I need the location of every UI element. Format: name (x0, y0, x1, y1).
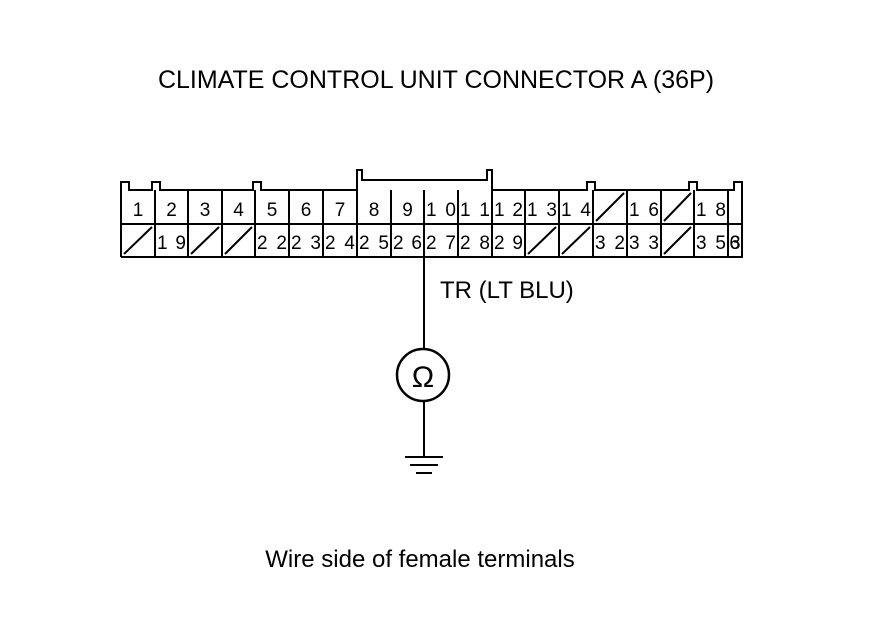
ohm-symbol: Ω (412, 361, 434, 394)
pin-number: 11 (460, 200, 490, 221)
pin-cavity: 7 (322, 190, 346, 224)
pin-cavity: 16 (626, 190, 659, 224)
pin-number: 2 (166, 200, 177, 221)
pin-cavity (524, 224, 557, 257)
pin-cavity: 1 (133, 200, 144, 221)
pin-cavity: 28 (457, 224, 490, 257)
pin-number: 23 (291, 233, 321, 254)
unused-cavity-slash (561, 226, 591, 255)
pin-number: 7 (335, 200, 346, 221)
pin-cavity: 27 (423, 224, 456, 257)
pin-cavity: 3 (187, 190, 211, 224)
pin-cavity: 33 (626, 224, 659, 257)
pin-number: 1 (133, 200, 144, 221)
pin-number: 22 (257, 233, 287, 254)
ohmmeter-icon: Ω (395, 347, 451, 403)
pin-cavity: 26 (390, 224, 422, 257)
pin-cavity: 18 (693, 190, 726, 224)
pin-cavity: 6 (288, 190, 312, 224)
pin-number: 4 (233, 200, 244, 221)
pin-cavity: 35 (693, 224, 726, 257)
wire-color-label: TR (LT BLU) (440, 277, 574, 304)
unused-cavity-slash (663, 192, 692, 222)
pin-number: 9 (402, 200, 413, 221)
pin-number: 3 (200, 200, 211, 221)
ground-icon (405, 456, 443, 474)
pin-cavity: 8 (356, 190, 380, 224)
pin-number: 29 (494, 233, 523, 254)
pin-cavity: 5 (254, 190, 278, 224)
pin-cavity: 11 (457, 190, 490, 224)
unused-cavity-slash (527, 226, 557, 255)
pin-number: 28 (460, 233, 490, 254)
pin-cavity: 13 (524, 190, 557, 224)
pin-cavity: 22 (254, 224, 287, 257)
pin-number: 25 (359, 233, 389, 254)
pin-number: 26 (393, 233, 422, 254)
pin-cavity: 10 (423, 190, 456, 224)
pin-number: 5 (267, 200, 278, 221)
pin-cavity (221, 224, 253, 257)
connector-housing (120, 169, 743, 258)
unused-cavity-slash (190, 226, 220, 255)
pin-cavity: 25 (356, 224, 389, 257)
pin-cavity (187, 224, 220, 257)
pin-number: 33 (629, 233, 659, 254)
pin-number: 6 (301, 200, 312, 221)
unused-cavity-slash (123, 226, 153, 255)
pin-cavity: 19 (154, 224, 186, 257)
pin-cavity: 29 (491, 224, 523, 257)
unused-cavity-slash (663, 226, 692, 255)
pin-number: 8 (369, 200, 380, 221)
pin-number: 36 (729, 233, 740, 254)
diagram-caption: Wire side of female terminals (265, 546, 574, 573)
pin-cavity: 32 (592, 224, 625, 257)
pin-number: 13 (527, 200, 557, 221)
pin-cavity: 4 (221, 190, 244, 224)
pin-cavity: 12 (491, 190, 523, 224)
pin-cavity (592, 190, 625, 224)
pin-number: 27 (426, 233, 456, 254)
pin-number: 16 (629, 200, 659, 221)
pin-cavity (660, 224, 692, 257)
pin-number: 32 (595, 233, 625, 254)
diagram-title: CLIMATE CONTROL UNIT CONNECTOR A (36P) (158, 66, 714, 94)
pin-number: 19 (157, 233, 186, 254)
pin-number: 18 (696, 200, 726, 221)
pin-cavity: 14 (558, 190, 591, 224)
pin-cavity: 2 (154, 190, 177, 224)
pin-number: 10 (426, 200, 456, 221)
unused-cavity-slash (595, 192, 625, 222)
pin-number: 35 (696, 233, 726, 254)
pin-cavity (123, 226, 153, 255)
pin-cavity (558, 224, 591, 257)
pin-cavity: 9 (390, 190, 413, 224)
pin-number: 14 (561, 200, 591, 221)
unused-cavity-slash (224, 226, 253, 255)
pin-number: 24 (325, 233, 355, 254)
pin-cavity: 23 (288, 224, 321, 257)
pin-cavity: 24 (322, 224, 355, 257)
pin-cavity (660, 190, 692, 224)
pin-cavity: 36 (727, 224, 741, 257)
pin-number: 12 (494, 200, 523, 221)
